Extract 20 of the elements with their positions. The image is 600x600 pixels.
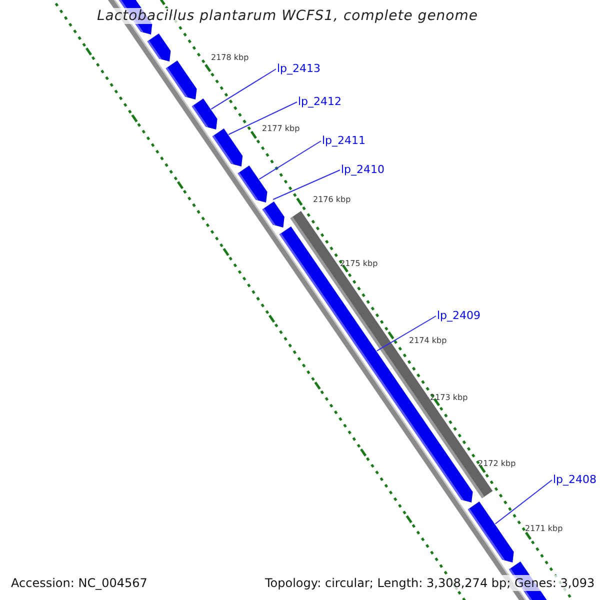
leader-line <box>494 480 552 524</box>
gene-label: lp_2408 <box>553 473 597 486</box>
gene-label: lp_2411 <box>322 134 366 147</box>
scale-label: 2178 kbp <box>211 53 249 62</box>
leader-line <box>210 68 276 110</box>
leader-line <box>376 316 436 352</box>
gene-label: lp_2409 <box>437 309 481 322</box>
scale-label: 2175 kbp <box>340 259 378 268</box>
scale-label: 2173 kbp <box>430 393 468 402</box>
leader-line <box>272 170 340 200</box>
leader-line <box>228 102 298 135</box>
scale-label: 2177 kbp <box>262 124 300 133</box>
gene-label: lp_2410 <box>341 163 385 176</box>
gene-label: lp_2413 <box>277 62 321 75</box>
scale-label: 2174 kbp <box>409 336 447 345</box>
scale-label: 2176 kbp <box>313 195 351 204</box>
leader-line <box>258 140 322 180</box>
scale-label: 2171 kbp <box>525 524 563 533</box>
scale-label: 2172 kbp <box>478 459 516 468</box>
gene-label: lp_2412 <box>298 95 342 108</box>
